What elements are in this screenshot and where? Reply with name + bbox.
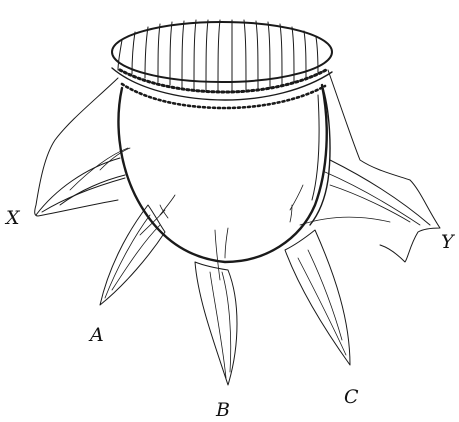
bell-body bbox=[118, 85, 326, 262]
label-b: B bbox=[216, 401, 230, 420]
collar-bead-band-lower bbox=[122, 84, 325, 108]
arm-detail-1 bbox=[160, 195, 175, 215]
arm-b bbox=[195, 230, 237, 385]
label-c: C bbox=[344, 388, 359, 407]
bell-fold-inner bbox=[312, 95, 319, 200]
label-a: A bbox=[90, 326, 104, 345]
membrane-left-outline bbox=[35, 78, 118, 216]
bell-mark-1 bbox=[225, 228, 228, 258]
arm-a bbox=[100, 205, 165, 305]
label-x: X bbox=[6, 209, 20, 228]
label-y: Y bbox=[441, 233, 454, 252]
arm-c bbox=[285, 230, 350, 365]
membrane-right-outline bbox=[328, 70, 440, 262]
arm-x bbox=[36, 148, 130, 215]
